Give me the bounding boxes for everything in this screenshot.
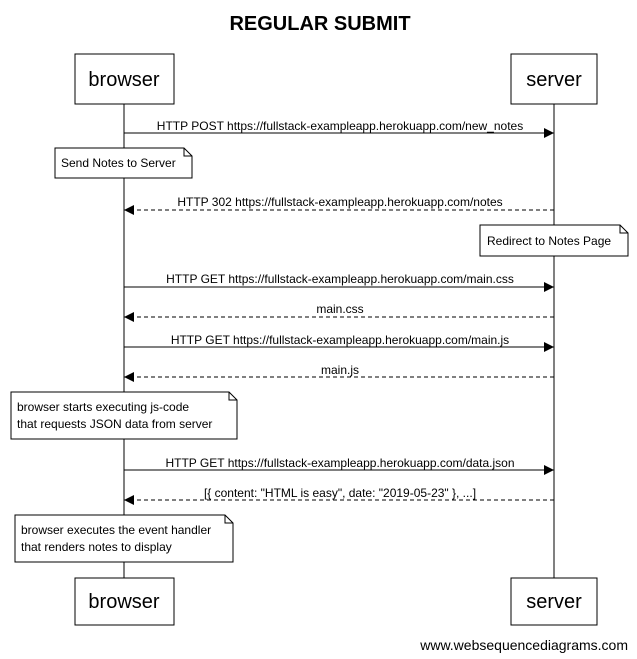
diagram-title: REGULAR SUBMIT	[229, 13, 410, 35]
participant-label: server	[526, 69, 582, 91]
message-label: HTTP GET https://fullstack-exampleapp.he…	[165, 456, 514, 470]
note-3: browser starts executing js-code that re…	[10, 391, 238, 440]
participant-server-bottom: server	[510, 577, 598, 626]
note-line: Send Notes to Server	[61, 156, 176, 170]
participant-server-top: server	[510, 53, 598, 105]
note-line: that renders notes to display	[21, 540, 172, 554]
note-4: browser executes the event handler that …	[14, 514, 234, 563]
message-2: HTTP 302 https://fullstack-exampleapp.he…	[124, 195, 554, 215]
note-line: that requests JSON data from server	[17, 417, 212, 431]
message-label: HTTP GET https://fullstack-exampleapp.he…	[166, 272, 514, 286]
message-7: HTTP GET https://fullstack-exampleapp.he…	[124, 456, 554, 475]
participant-browser-bottom: browser	[74, 577, 175, 626]
message-5: HTTP GET https://fullstack-exampleapp.he…	[124, 333, 554, 352]
message-4: main.css	[124, 302, 554, 322]
note-line: browser executes the event handler	[21, 523, 211, 537]
message-1: HTTP POST https://fullstack-exampleapp.h…	[124, 119, 554, 138]
message-label: main.css	[316, 302, 363, 316]
message-label: main.js	[321, 363, 359, 377]
participant-browser-top: browser	[74, 53, 175, 105]
participant-label: browser	[88, 69, 159, 91]
message-label: HTTP GET https://fullstack-exampleapp.he…	[171, 333, 509, 347]
participant-label: browser	[88, 591, 159, 613]
message-label: [{ content: "HTML is easy", date: "2019-…	[204, 486, 476, 500]
message-8: [{ content: "HTML is easy", date: "2019-…	[124, 486, 554, 505]
footer-link[interactable]: www.websequencediagrams.com	[419, 637, 628, 653]
message-label: HTTP 302 https://fullstack-exampleapp.he…	[177, 195, 502, 209]
note-line: browser starts executing js-code	[17, 400, 189, 414]
note-1: Send Notes to Server	[54, 147, 193, 179]
participant-label: server	[526, 591, 582, 613]
note-2: Redirect to Notes Page	[479, 224, 629, 257]
note-line: Redirect to Notes Page	[487, 234, 611, 248]
message-3: HTTP GET https://fullstack-exampleapp.he…	[124, 272, 554, 292]
message-label: HTTP POST https://fullstack-exampleapp.h…	[157, 119, 523, 133]
message-6: main.js	[124, 363, 554, 382]
